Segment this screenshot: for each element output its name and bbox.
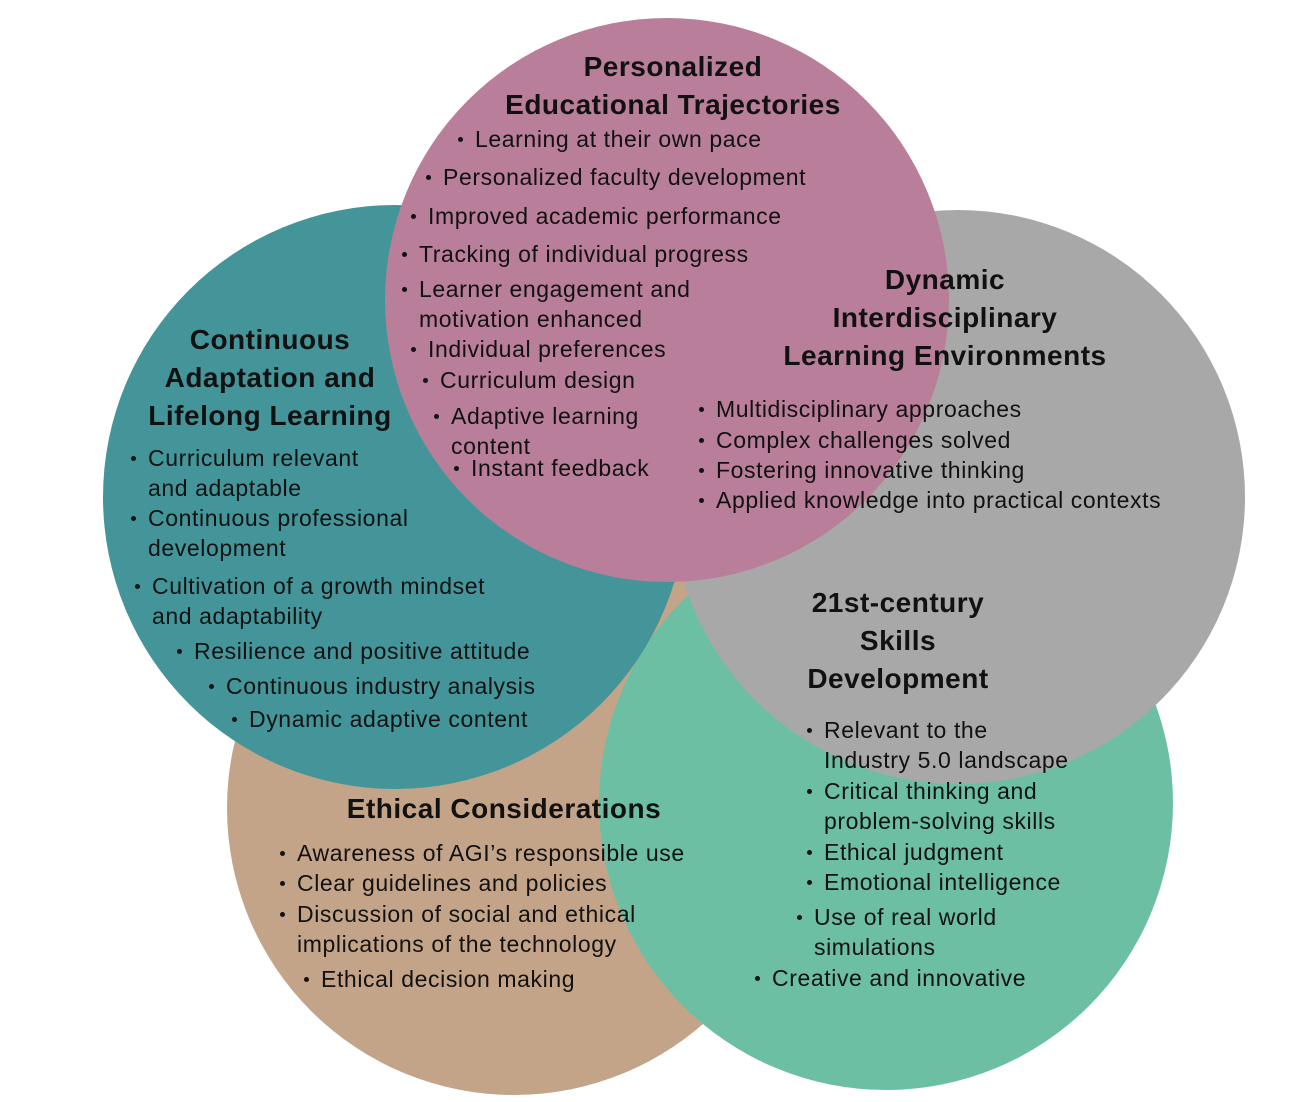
bullet-icon — [280, 851, 285, 856]
bullet-icon — [454, 466, 459, 471]
ethical-title: Ethical Considerations — [300, 790, 708, 828]
continuous-item: Continuous industry analysis — [209, 671, 536, 701]
bullet-icon — [458, 137, 463, 142]
ethical-item: Awareness of AGI’s responsible use — [280, 838, 685, 868]
continuous-title-line: Lifelong Learning — [148, 400, 392, 431]
dynamic-item: Multidisciplinary approaches — [699, 394, 1022, 424]
skills-item: Creative and innovative — [755, 963, 1026, 993]
skills-title-line: Skills — [859, 625, 937, 656]
bullet-icon — [755, 976, 760, 981]
continuous-title: Continuous Adaptation and Lifelong Learn… — [120, 321, 420, 435]
dynamic-item: Fostering innovative thinking — [699, 455, 1025, 485]
bullet-icon — [402, 252, 407, 257]
personalized-item: Individual preferences — [411, 334, 666, 364]
bullet-icon — [411, 214, 416, 219]
bullet-icon — [411, 347, 416, 352]
ethical-item: Ethical decision making — [304, 964, 575, 994]
bullet-icon — [797, 915, 802, 920]
ethical-item: Clear guidelines and policies — [280, 868, 607, 898]
bullet-icon — [807, 880, 812, 885]
continuous-item: Dynamic adaptive content — [232, 704, 528, 734]
skills-title: 21st-century Skills Development — [768, 584, 1028, 698]
personalized-item: Instant feedback — [454, 453, 649, 483]
skills-item: Ethical judgment — [807, 837, 1004, 867]
bullet-icon — [699, 498, 704, 503]
bullet-icon — [402, 287, 407, 292]
skills-title-line: Development — [807, 663, 989, 694]
personalized-item: Improved academic performance — [411, 201, 782, 231]
bullet-icon — [131, 456, 136, 461]
bullet-icon — [699, 438, 704, 443]
bullet-icon — [131, 516, 136, 521]
personalized-item: Curriculum design — [423, 365, 636, 395]
personalized-title-line: Educational Trajectories — [505, 89, 841, 120]
personalized-item: Tracking of individual progress — [402, 239, 749, 269]
skills-item: Emotional intelligence — [807, 867, 1061, 897]
bullet-icon — [280, 912, 285, 917]
dynamic-title-line: Learning Environments — [783, 340, 1107, 371]
dynamic-title-line: Interdisciplinary — [832, 302, 1058, 333]
bullet-icon — [209, 684, 214, 689]
bullet-icon — [423, 378, 428, 383]
dynamic-item: Applied knowledge into practical context… — [699, 485, 1161, 515]
personalized-item: Learning at their own pace — [458, 124, 762, 154]
continuous-title-line: Adaptation and — [164, 362, 376, 393]
ethical-title-line: Ethical Considerations — [346, 793, 662, 824]
bullet-icon — [807, 728, 812, 733]
personalized-title: Personalized Educational Trajectories — [470, 48, 876, 124]
bullet-icon — [434, 414, 439, 419]
bullet-icon — [304, 977, 309, 982]
skills-title-line: 21st-century — [811, 587, 985, 618]
continuous-title-line: Continuous — [189, 324, 351, 355]
bullet-icon — [177, 649, 182, 654]
continuous-item: Resilience and positive attitude — [177, 636, 530, 666]
dynamic-item: Complex challenges solved — [699, 425, 1011, 455]
bullet-icon — [699, 407, 704, 412]
bullet-icon — [232, 717, 237, 722]
bullet-icon — [807, 789, 812, 794]
circle-personalized — [385, 18, 949, 582]
bullet-icon — [135, 584, 140, 589]
personalized-item: Personalized faculty development — [426, 162, 806, 192]
dynamic-title-line: Dynamic — [884, 264, 1006, 295]
bullet-icon — [699, 468, 704, 473]
dynamic-title: Dynamic Interdisciplinary Learning Envir… — [740, 261, 1150, 375]
personalized-title-line: Personalized — [583, 51, 763, 82]
bullet-icon — [807, 850, 812, 855]
bullet-icon — [426, 175, 431, 180]
bullet-icon — [280, 881, 285, 886]
